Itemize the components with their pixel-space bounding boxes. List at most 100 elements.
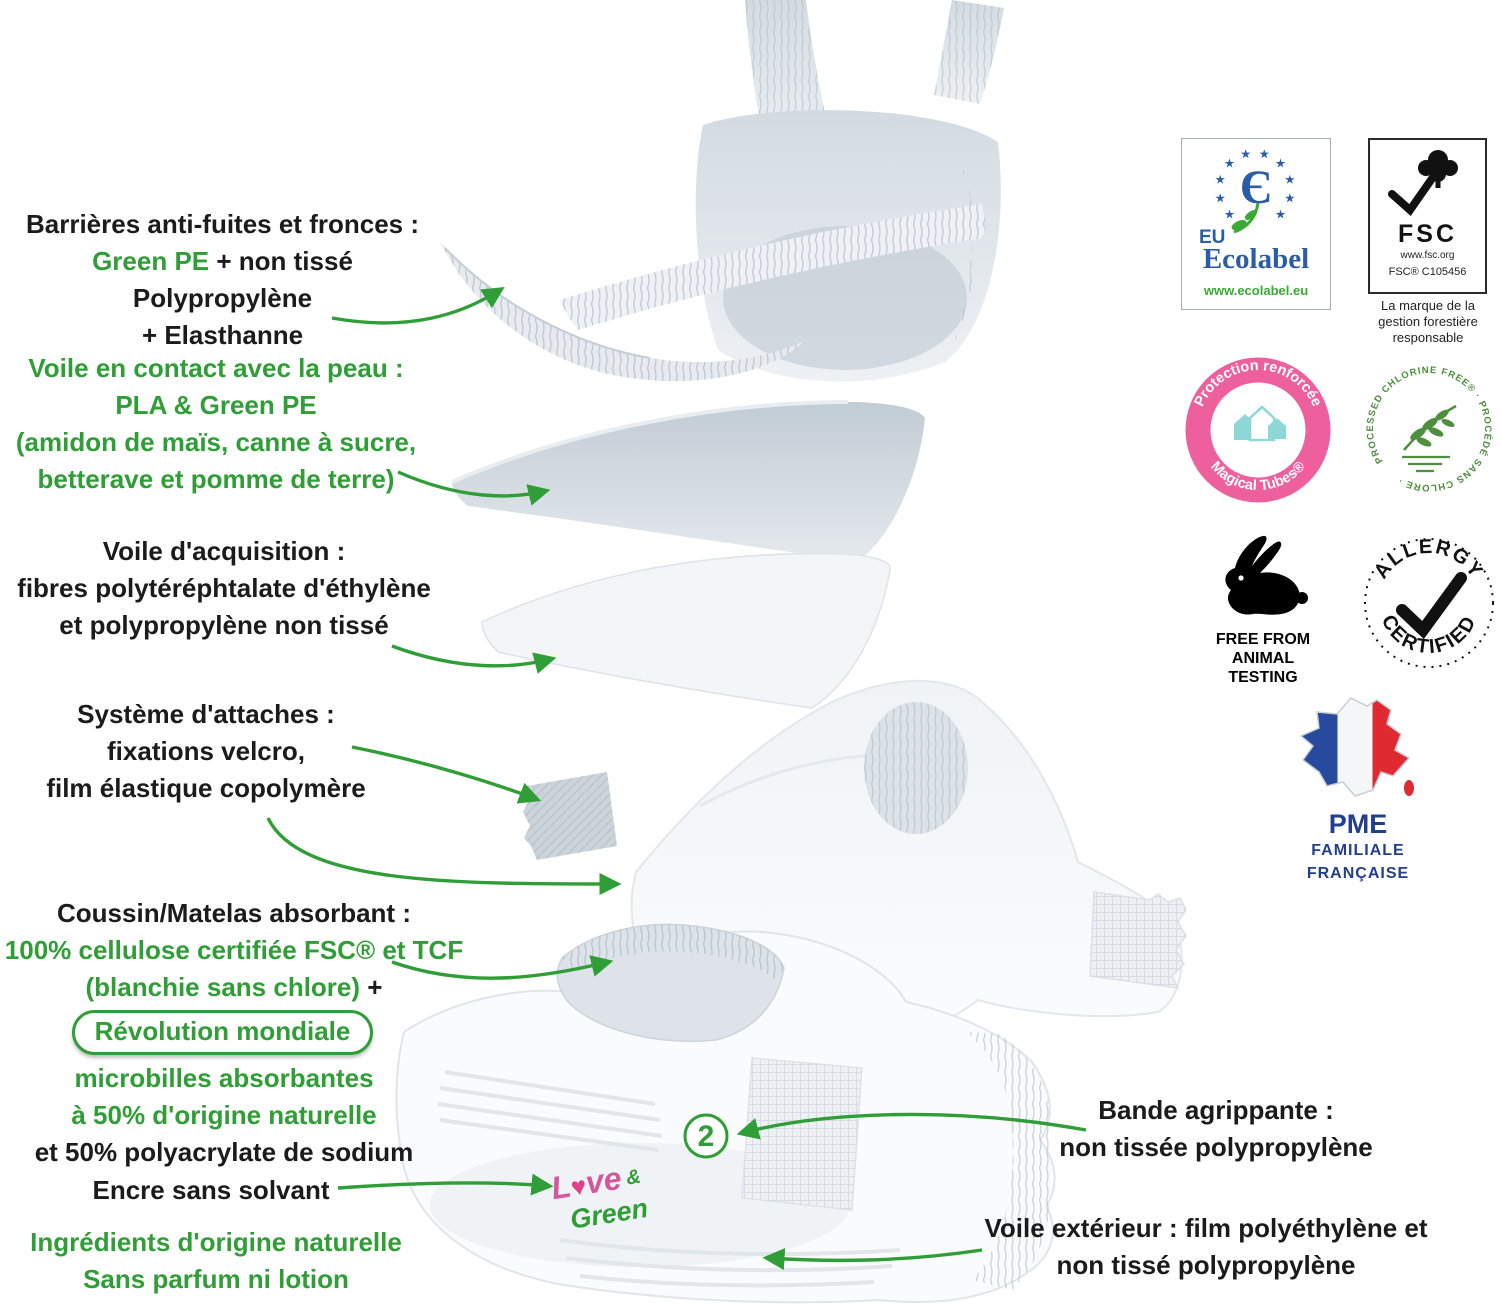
text-line: fixations velcro, — [107, 736, 305, 766]
text-segment: (blanchie sans chlore) — [85, 972, 361, 1002]
brand-letters: ve — [583, 1160, 624, 1201]
brand-ampersand: & — [625, 1166, 643, 1190]
ecolabel-name: Ecolabel — [1202, 243, 1310, 275]
rabbit-icon — [1225, 535, 1308, 615]
arrow-voile-ext — [762, 1248, 983, 1271]
note-bande: Bande agrippante : non tissée polypropyl… — [1000, 1092, 1432, 1166]
text-line: + Elasthanne — [141, 320, 304, 350]
outer-shell-layer — [395, 930, 1056, 1304]
text-line: Voile d'acquisition : — [102, 536, 346, 566]
note-ingredients: Ingrédients d'origine naturelle Sans par… — [0, 1224, 432, 1298]
arrow-barrieres — [331, 287, 505, 325]
note-voile-exterieur: Voile extérieur : film polyéthylène et n… — [955, 1210, 1457, 1284]
pme-logo: PME FAMILIALE FRANÇAISE — [1290, 694, 1426, 885]
arrow-encre — [337, 1173, 554, 1196]
pme-line3: FRANÇAISE — [1306, 865, 1410, 882]
text-line: non tissée polypropylène — [1059, 1132, 1373, 1162]
pme-line2: FAMILIALE — [1311, 842, 1405, 859]
text-line: Green PE + non tissé Polypropylène — [0, 243, 445, 317]
animal-testing-logo: FREE FROM ANIMAL TESTING — [1198, 528, 1328, 687]
text-line: ANIMAL — [1231, 650, 1295, 667]
acquisition-sheet — [481, 552, 891, 709]
brand-love-text: L♥ve& — [549, 1157, 644, 1207]
allergy-certified-badge: ALLERGY CERTIFIED — [1362, 536, 1496, 675]
callout-arrows — [266, 287, 1087, 1271]
note-barrieres: Barrières anti-fuites et fronces : Green… — [0, 206, 445, 354]
allergy-arc-top: ALLERGY — [1370, 536, 1488, 583]
ecolabel-e-glyph: Є — [1240, 161, 1273, 214]
skin-contact-sheet — [451, 400, 925, 562]
note-voile-acquisition: Voile d'acquisition : fibres polytérépht… — [0, 533, 448, 644]
fsc-name: FSC — [1398, 220, 1457, 248]
arrow-film-elastique — [266, 817, 622, 896]
arrow-bande — [736, 1112, 1087, 1140]
fsc-code: FSC® C105456 — [1388, 266, 1467, 278]
text-line: responsable — [1392, 330, 1464, 345]
eu-ecolabel-logo: Є EU Ecolabel www.ecolabel.eu — [1181, 138, 1331, 310]
ecolabel-flower-icon: Є — [1215, 149, 1295, 234]
text-line: gestion forestière — [1378, 314, 1478, 329]
note-encre: Encre sans solvant — [0, 1172, 422, 1209]
text-line: Ingrédients d'origine naturelle — [30, 1227, 402, 1257]
absorbent-pad — [556, 923, 785, 1043]
fsc-url: www.fsc.org — [1400, 250, 1455, 261]
text-line: TESTING — [1228, 669, 1298, 686]
leaf-branch-icon — [1402, 404, 1457, 473]
text-segment: Green PE — [92, 246, 210, 276]
check-icon — [1396, 572, 1467, 640]
france-map-icon — [1299, 697, 1414, 797]
step-marker: 2 — [683, 1113, 729, 1159]
text-line: non tissé polypropylène — [1056, 1250, 1356, 1280]
text-line: à 50% d'origine naturelle — [71, 1100, 377, 1130]
animal-caption: FREE FROM ANIMAL TESTING — [1198, 630, 1328, 687]
text-line: et 50% polyacrylate de sodium — [34, 1137, 414, 1167]
text-line: Coussin/Matelas absorbant : — [57, 898, 411, 928]
text-line: Voile en contact avec la peau : — [28, 353, 404, 383]
step-number: 2 — [698, 1120, 715, 1153]
text-line: Bande agrippante : — [1098, 1095, 1334, 1125]
elastic-gathers — [440, 204, 985, 382]
text-line: Encre sans solvant — [92, 1175, 330, 1205]
note-attaches: Système d'attaches : fixations velcro, f… — [0, 696, 412, 807]
pme-name: PME — [1328, 809, 1388, 839]
revolution-badge-wrap: Révolution mondiale — [0, 1010, 445, 1055]
arrow-voile-peau — [397, 470, 551, 506]
chlorine-free-badge: PROCESSED CHLORINE FREE® · PROCÉDÉ SANS … — [1362, 362, 1496, 501]
heart-icon: ♥ — [569, 1170, 589, 1202]
text-line: Voile extérieur : film polyéthylène et — [984, 1213, 1428, 1243]
text-line: microbilles absorbantes — [74, 1063, 374, 1093]
text-segment: + — [360, 972, 383, 1002]
text-line: Barrières anti-fuites et fronces : — [25, 209, 419, 239]
ecolabel-eu-text: EU — [1199, 227, 1226, 248]
fsc-logo: FSC www.fsc.org FSC® C105456 — [1368, 138, 1487, 294]
ecolabel-stem — [1233, 202, 1260, 234]
arrow-velcro — [351, 745, 542, 804]
text-line: fibres polytéréphtalate d'éthylène — [17, 573, 431, 603]
magical-tubes-badge: Protection renforcée Magical Tubes® — [1184, 356, 1332, 509]
text-line: Sans parfum ni lotion — [83, 1264, 349, 1294]
text-line: PLA & Green PE — [115, 390, 317, 420]
revolution-badge: Révolution mondiale — [71, 1010, 374, 1055]
pleat-lines — [437, 1070, 901, 1288]
text-line: La marque de la — [1381, 298, 1475, 313]
ecolabel-leaf — [1231, 220, 1247, 230]
text-line: (amidon de maïs, canne à sucre, — [15, 427, 417, 457]
note-coussin: Coussin/Matelas absorbant : 100% cellulo… — [0, 895, 468, 1006]
arrow-voile-acq — [391, 644, 557, 674]
ecolabel-url: www.ecolabel.eu — [1203, 283, 1309, 298]
fsc-tree-icon — [1388, 150, 1458, 216]
tube-icons — [1234, 405, 1286, 442]
note-microbilles: microbilles absorbantes à 50% d'origine … — [0, 1060, 448, 1171]
text-line: Système d'attaches : — [77, 699, 335, 729]
arrow-coussin — [391, 955, 614, 980]
text-segment: + non tissé Polypropylène — [132, 246, 353, 313]
text-line: FREE FROM — [1215, 631, 1311, 648]
dotted-ring — [1364, 538, 1494, 668]
note-voile-peau: Voile en contact avec la peau : PLA & Gr… — [0, 350, 432, 498]
text-line: (blanchie sans chlore) + — [0, 969, 468, 1006]
text-line: 100% cellulose certifiée FSC® et TCF — [4, 935, 464, 965]
text-line: et polypropylène non tissé — [59, 610, 389, 640]
text-line: betterave et pomme de terre) — [37, 464, 395, 494]
